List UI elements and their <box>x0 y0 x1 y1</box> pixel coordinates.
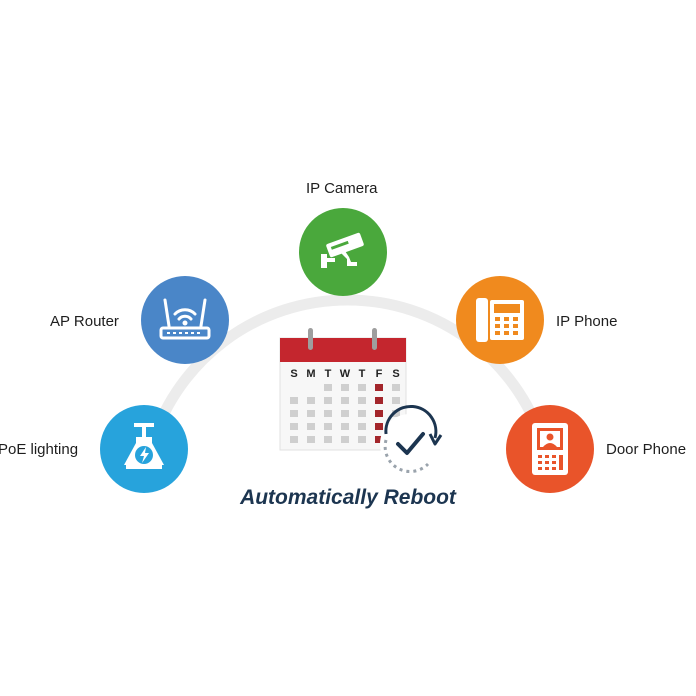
ip-phone-label: IP Phone <box>556 313 618 330</box>
calendar-cell <box>290 397 298 404</box>
calendar-cell <box>324 410 332 417</box>
calendar-cell <box>324 384 332 391</box>
calendar-day-header: S <box>392 368 399 380</box>
ip-camera-label: IP Camera <box>306 180 378 197</box>
calendar-cell <box>341 436 349 443</box>
calendar-cell <box>290 410 298 417</box>
ip-phone-node <box>456 276 544 364</box>
door-phone-label: Door Phone <box>606 441 687 458</box>
calendar-cell-highlighted <box>375 436 383 443</box>
door-phone-node <box>506 405 594 493</box>
calendar-cell <box>324 436 332 443</box>
calendar-cell <box>392 384 400 391</box>
calendar-cell <box>341 384 349 391</box>
calendar-cell <box>358 436 366 443</box>
ip-camera-node <box>299 208 387 296</box>
desk-phone-icon <box>476 298 524 342</box>
calendar-cell <box>341 410 349 417</box>
wifi-router-icon <box>159 298 211 340</box>
calendar-cell-highlighted <box>375 410 383 417</box>
video-door-phone-icon <box>532 423 568 475</box>
calendar-day-header: S <box>290 368 297 380</box>
calendar-cell-highlighted <box>375 423 383 430</box>
calendar-cell <box>324 423 332 430</box>
calendar-cell <box>307 397 315 404</box>
poe-lighting-label: PoE lighting <box>0 441 79 458</box>
calendar-cell <box>307 436 315 443</box>
calendar-cell <box>358 410 366 417</box>
calendar-day-header: T <box>359 368 366 380</box>
calendar-cell <box>358 397 366 404</box>
calendar-cell <box>324 397 332 404</box>
clock-check-icon <box>380 405 443 474</box>
security-camera-icon <box>321 232 364 268</box>
calendar-day-header: W <box>340 368 351 380</box>
calendar-cell <box>392 410 400 417</box>
calendar-cell <box>358 384 366 391</box>
calendar-cell <box>307 423 315 430</box>
calendar-cell-highlighted <box>375 384 383 391</box>
calendar-day-header: M <box>306 368 315 380</box>
calendar-cell <box>341 423 349 430</box>
calendar-cell <box>290 423 298 430</box>
calendar-cell <box>392 397 400 404</box>
calendar-cell <box>341 397 349 404</box>
ap-router-label: AP Router <box>50 313 119 330</box>
calendar-day-header: T <box>325 368 332 380</box>
calendar-cell <box>307 410 315 417</box>
calendar-cell <box>290 436 298 443</box>
calendar-day-header: F <box>376 368 383 380</box>
calendar-cell <box>358 423 366 430</box>
calendar-cell-highlighted <box>375 397 383 404</box>
ap-router-node <box>141 276 229 364</box>
poe-lighting-node <box>100 405 188 493</box>
diagram-title: Automatically Reboot <box>240 486 456 509</box>
poe-lamp-icon <box>124 423 164 469</box>
